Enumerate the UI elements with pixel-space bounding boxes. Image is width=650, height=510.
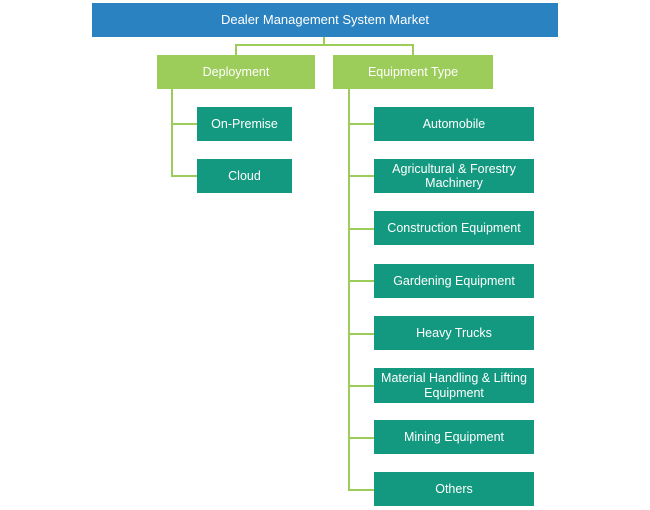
deployment-spine (171, 89, 173, 177)
deployment-drop-connector (235, 44, 237, 56)
leaf-on-premise: On-Premise (197, 107, 292, 141)
leaf-automobile: Automobile (374, 107, 534, 141)
equipment-tick-4 (348, 280, 375, 282)
deployment-tick-1 (171, 123, 198, 125)
leaf-gardening-equipment: Gardening Equipment (374, 264, 534, 298)
equipment-tick-1 (348, 123, 375, 125)
branch-connector (236, 44, 414, 46)
leaf-cloud: Cloud (197, 159, 292, 193)
category-equipment-type: Equipment Type (333, 55, 493, 89)
equipment-tick-5 (348, 333, 375, 335)
leaf-construction-equipment: Construction Equipment (374, 211, 534, 245)
leaf-others: Others (374, 472, 534, 506)
deployment-tick-2 (171, 175, 198, 177)
root-connector (323, 37, 325, 45)
leaf-mining-equipment: Mining Equipment (374, 420, 534, 454)
equipment-tick-7 (348, 437, 375, 439)
leaf-material-handling-lifting-equipment: Material Handling & Lifting Equipment (374, 368, 534, 403)
equipment-spine (348, 89, 350, 491)
equipment-tick-8 (348, 489, 375, 491)
leaf-agricultural-forestry-machinery: Agricultural & Forestry Machinery (374, 159, 534, 193)
leaf-heavy-trucks: Heavy Trucks (374, 316, 534, 350)
root-node: Dealer Management System Market (92, 3, 558, 37)
equipment-tick-3 (348, 228, 375, 230)
category-deployment: Deployment (157, 55, 315, 89)
equipment-drop-connector (412, 44, 414, 56)
equipment-tick-6 (348, 385, 375, 387)
equipment-tick-2 (348, 175, 375, 177)
